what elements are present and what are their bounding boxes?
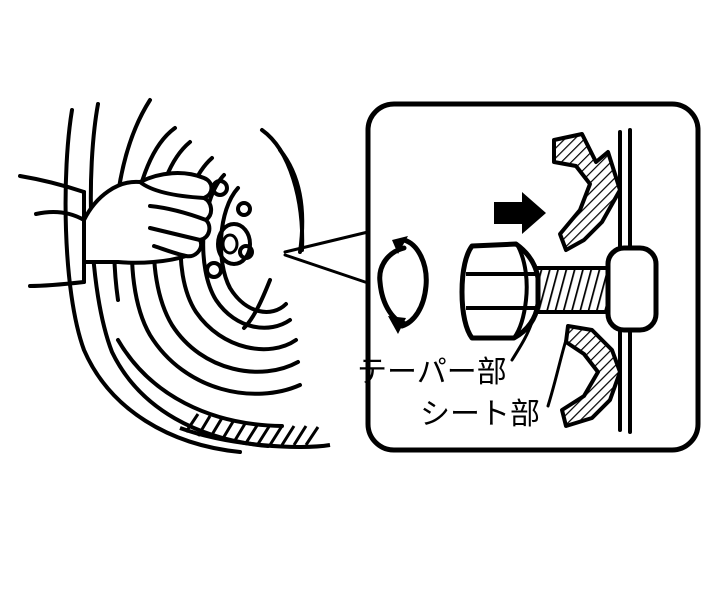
taper-label: テーパー部 [357,355,507,390]
wheel-disc-section-lower [560,324,622,428]
lug-nuts [205,179,254,279]
lug-nut-icon [238,244,254,260]
stud-head [605,245,659,333]
label-leaders [510,320,568,408]
hub-center-icon [216,222,252,266]
rotate-arrow-icon [377,236,429,334]
lug-nut-icon [236,201,252,217]
seat-label: シート部 [420,397,540,432]
wheel-stud [534,245,659,333]
lug-nut-icon [205,261,223,279]
tire-tread [179,413,331,449]
hex-nut [459,241,541,341]
hand [18,171,214,288]
hand-details [18,174,208,288]
hub [216,222,252,266]
detail-inset [377,128,659,434]
tire-outline [63,98,284,454]
callout-pointer [283,230,370,285]
tire-and-wheel [63,98,331,454]
push-arrow-icon [494,192,546,234]
wheel-disc-section-upper [552,132,622,252]
